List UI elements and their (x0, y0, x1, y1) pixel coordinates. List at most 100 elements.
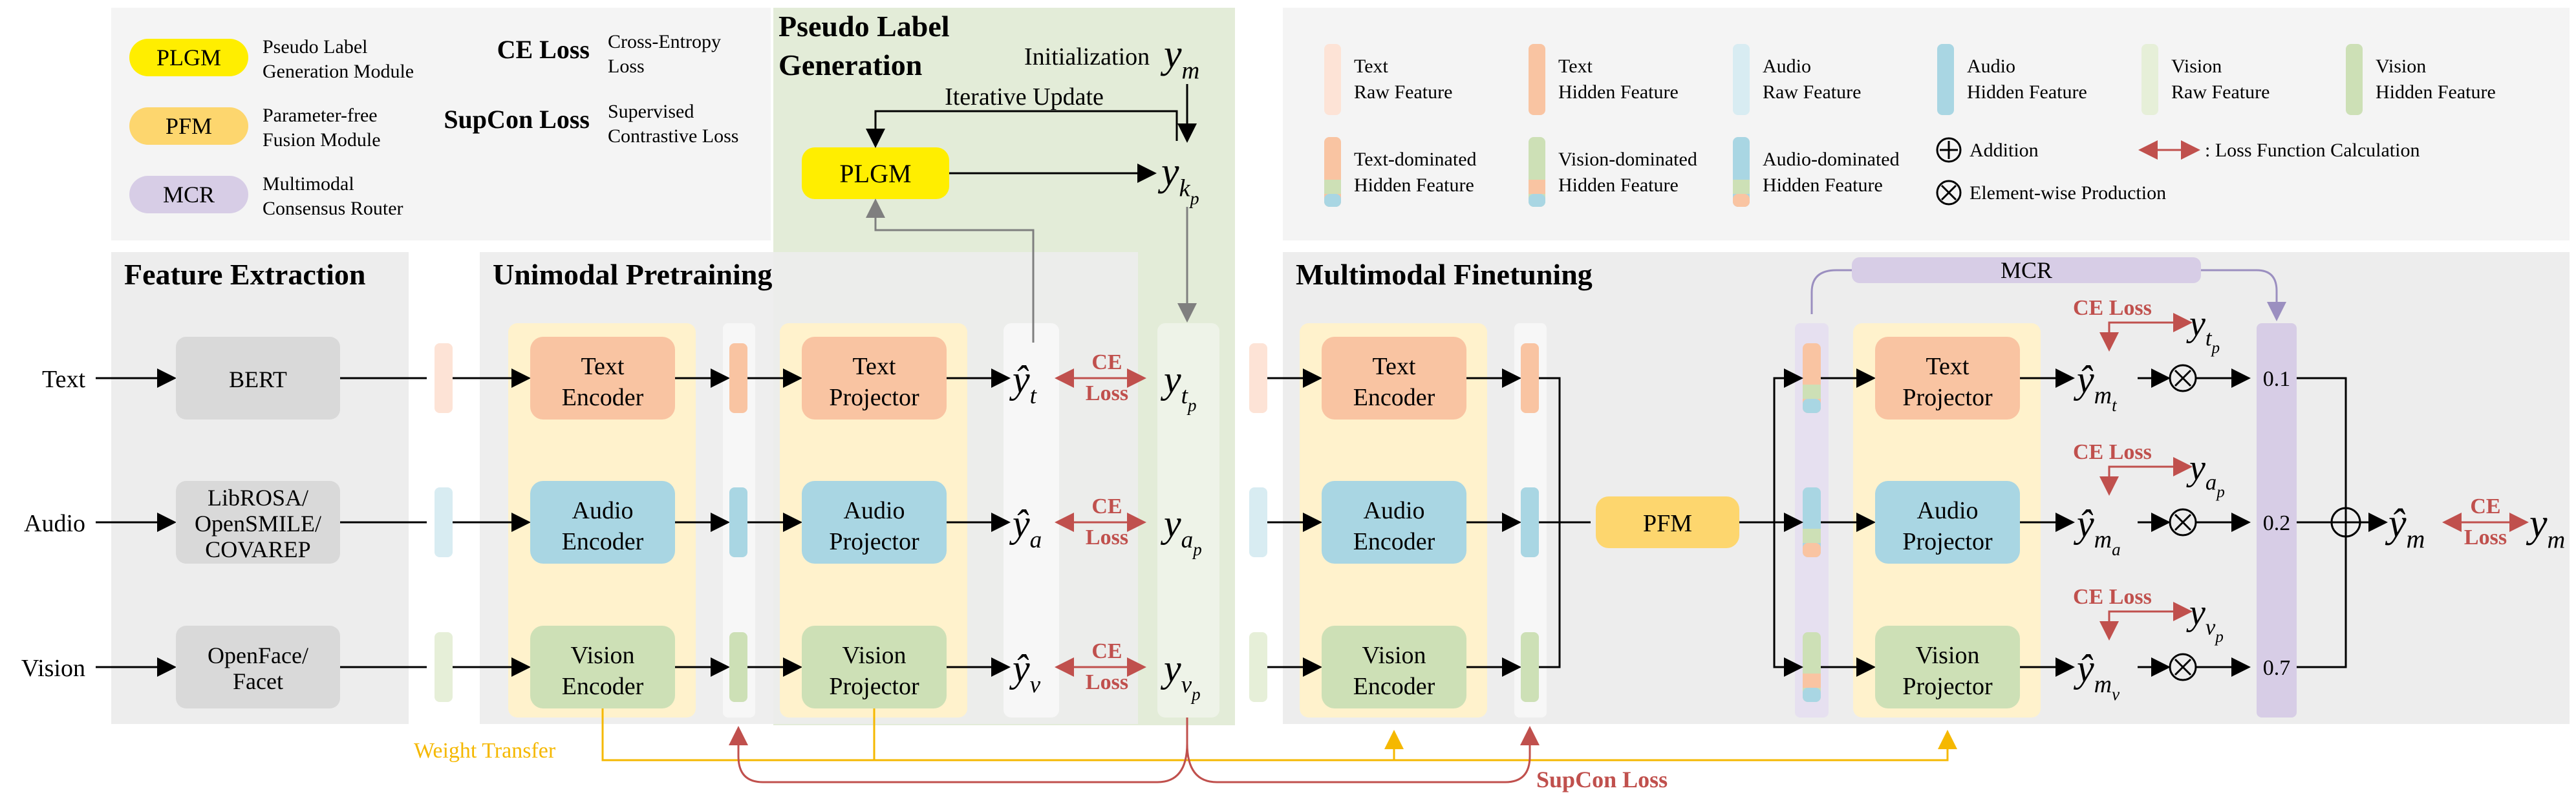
ft-encoder-box (1322, 337, 1466, 420)
mm-sub: m (2094, 671, 2112, 698)
weight-to-sum (2297, 522, 2347, 668)
pseudo-label-subsub: p (1192, 540, 1202, 559)
ym-label: ym (1160, 32, 1199, 84)
legend-feature-label: Vision (2376, 56, 2426, 77)
unimodal-prediction-sub: t (1030, 383, 1038, 409)
routed-feature-band (1803, 529, 1821, 543)
ft-encoder-box (1322, 626, 1466, 708)
mcr-weight-column (2257, 323, 2297, 718)
final-label-base: y (2526, 502, 2548, 546)
mm-pseudo-label-subsub: p (2214, 628, 2224, 646)
legend-dominated-band (1733, 180, 1750, 194)
unimodal-prediction-sub: v (1030, 672, 1041, 698)
feature-extractor-label: OpenSMILE/ (195, 511, 321, 537)
final-sub: m (2407, 524, 2425, 553)
ft-projector-label: Vision (1915, 642, 1979, 669)
feature-extractor-label: COVAREP (205, 537, 310, 562)
pfm-to-routed-0 (1773, 368, 1803, 522)
weight-transfer-projector (873, 708, 1957, 761)
mm-ce-loss-label: CE Loss (2073, 585, 2152, 609)
modality-label: Vision (21, 655, 85, 682)
legend-badge-pfm (129, 107, 248, 145)
ykp-label-sub: k (1179, 175, 1191, 202)
legend-badge-label: PLGM (156, 45, 221, 70)
mm-pseudo-label: ytp (2186, 304, 2220, 357)
feature-extractor-label: Facet (233, 668, 283, 694)
ft-raw-feature (1249, 343, 1267, 413)
legend-dominated-band (1324, 180, 1341, 194)
encoder-label: Text (581, 353, 625, 380)
legend-right-panel (1283, 8, 2570, 240)
ft-projector-label: Audio (1917, 497, 1979, 524)
mm-pseudo-label: yap (2186, 448, 2225, 501)
final-ce-label: Loss (2464, 526, 2507, 549)
encoder-box (530, 337, 675, 420)
ykp-label: ykp (1157, 150, 1199, 209)
legend-loss-name: SupCon Loss (444, 105, 590, 134)
supcon-left-arrow (729, 718, 1188, 783)
mm-pseudo-label-sub: v (2206, 615, 2216, 640)
ft-projector-label: Projector (1902, 528, 1993, 555)
mcr-weight-value: 0.7 (2263, 656, 2291, 680)
ft-raw-feature (1249, 632, 1267, 702)
mm-ce-loss-label: CE Loss (2073, 440, 2152, 464)
ft-encoder-box (1322, 481, 1466, 564)
ce-loss-label: CE (1091, 639, 1122, 663)
ykp-label-base: y (1157, 150, 1179, 194)
hidden-feature (729, 487, 747, 557)
legend-feature-swatch (2346, 44, 2363, 115)
section-title-unimodal-pretraining: Unimodal Pretraining (493, 258, 772, 291)
ft-projector-label: Projector (1902, 384, 1993, 411)
initialization-label: Initialization (1024, 43, 1150, 70)
legend-loss-desc: Loss (608, 56, 645, 77)
multiply-icon-cross (2174, 369, 2192, 387)
legend-dominated-band (1324, 194, 1341, 207)
iterative-update-arrow (866, 110, 1178, 148)
final-ce-label: CE (2470, 494, 2500, 518)
unimodal-prediction-base: ŷ (1009, 647, 1030, 690)
pseudo-label-base: y (1160, 502, 1181, 545)
legend-feature-label: Raw Feature (2171, 81, 2270, 103)
legend-badge-desc: Multimodal (263, 173, 354, 195)
pred-to-plgm-arrow (866, 198, 1035, 343)
projector-label: Projector (829, 384, 919, 411)
ym-label-sub: m (1182, 57, 1200, 84)
pseudo-label-base: y (1160, 358, 1181, 401)
legend-badge-mcr (129, 176, 248, 213)
raw-feature (435, 487, 453, 557)
ft-raw-feature (1249, 487, 1267, 557)
multiply-icon-cross (1940, 184, 1957, 201)
mm-subsub: v (2112, 685, 2120, 704)
mm-pseudo-label: yvp (2186, 593, 2224, 646)
feature-extractor-box (176, 337, 340, 420)
unimodal-prediction-sub: a (1030, 527, 1042, 553)
legend-loss-name: CE Loss (497, 35, 590, 64)
addition-icon-cross (1940, 141, 1958, 159)
legend-dominated-label: Audio-dominated (1763, 149, 1900, 170)
mm-hat: ŷ (2073, 358, 2094, 401)
mm-subsub: t (2112, 396, 2118, 415)
mm-hat: ŷ (2073, 647, 2094, 690)
plgm-label: PLGM (839, 159, 911, 188)
mm-sub: m (2094, 382, 2112, 409)
ce-loss-label: CE (1091, 494, 1122, 518)
legend-badge-desc: Parameter-free (263, 105, 378, 126)
legend-dominated-label: Hidden Feature (1354, 175, 1474, 196)
ft-projector-box (1875, 481, 2020, 564)
mm-ce-loss-arrow (2099, 457, 2193, 496)
ft-hidden-feature (1521, 343, 1539, 413)
pseudo-label: ytp (1160, 358, 1196, 415)
final-hat: ŷ (2385, 502, 2407, 546)
ft-hidden-to-pfm (1539, 521, 1591, 668)
legend-feature-label: Audio (1967, 56, 2015, 77)
weight-to-sum (2297, 377, 2347, 522)
pseudo-label-sub: v (1181, 672, 1192, 698)
pseudo-label-subsub: p (1190, 685, 1201, 704)
mcr-out-arrow (2201, 269, 2286, 321)
legend-feature-label: Audio (1763, 56, 1811, 77)
legend-feature-label: Vision (2171, 56, 2222, 77)
